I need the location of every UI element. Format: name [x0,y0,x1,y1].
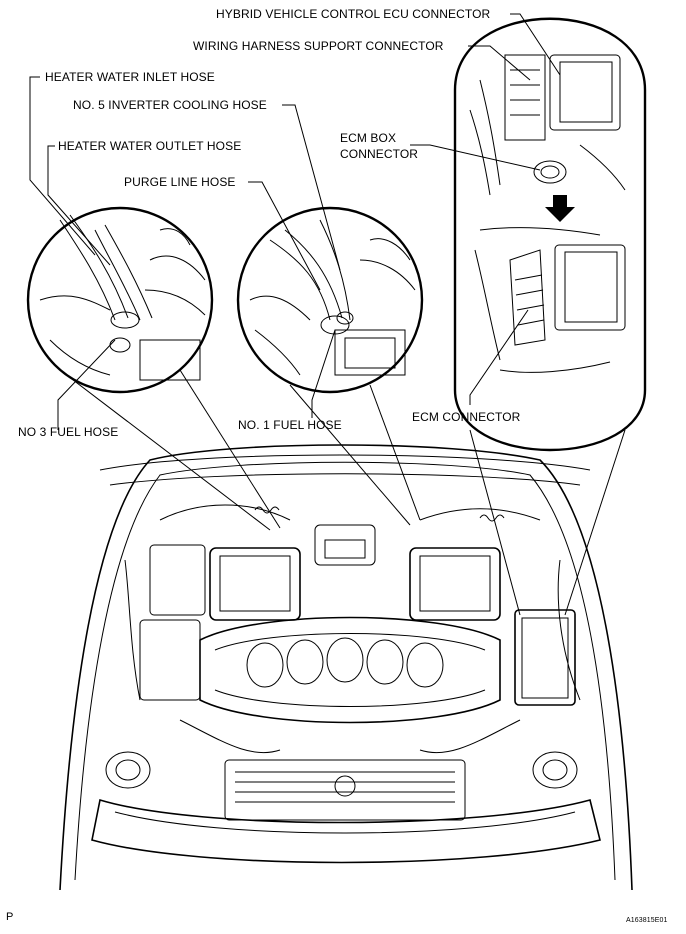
callout-center [236,206,424,394]
label-ecm-box-line1: ECM BOX [340,131,397,145]
label-no1-fuel-hose: NO. 1 FUEL HOSE [238,418,342,432]
callout-leaders [59,369,626,616]
figure-id: A163815E01 [626,917,668,924]
label-purge-line-hose: PURGE LINE HOSE [124,175,236,189]
label-leaders [29,13,561,430]
label-hybrid-ecu-connector: HYBRID VEHICLE CONTROL ECU CONNECTOR [216,7,491,21]
label-wiring-harness-support-connector: WIRING HARNESS SUPPORT CONNECTOR [193,39,444,53]
label-ecm-box-line2: CONNECTOR [340,147,419,161]
label-ecm-connector: ECM CONNECTOR [412,410,521,424]
label-heater-water-outlet-hose: HEATER WATER OUTLET HOSE [58,139,242,153]
callout-right [453,17,647,452]
label-no3-fuel-hose: NO 3 FUEL HOSE [18,425,119,439]
engine-bay [59,444,633,891]
page-marker: P [6,911,14,923]
label-inverter-cooling-hose: NO. 5 INVERTER COOLING HOSE [73,98,267,112]
callout-left [26,206,214,394]
label-heater-water-inlet-hose: HEATER WATER INLET HOSE [45,70,215,84]
